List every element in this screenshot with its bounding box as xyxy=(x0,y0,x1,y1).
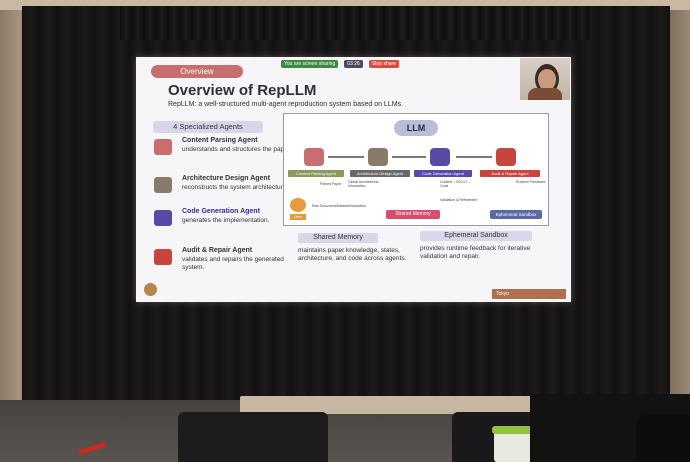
agent-desc: generates the implementation. xyxy=(182,217,270,224)
codegen-agent-icon xyxy=(154,210,172,226)
bag xyxy=(636,414,690,462)
slide-subtitle: RepLLM: a well-structured multi-agent re… xyxy=(168,101,403,108)
screen-share-bar: You are screen sharing 03:26 Stop share xyxy=(281,59,423,68)
chair-left xyxy=(178,412,328,462)
label-parsed-paper: Parsed Paper xyxy=(320,182,342,186)
user-label: User xyxy=(290,214,306,220)
user-icon xyxy=(290,198,306,212)
sandbox-pill: Ephemeral Sandbox xyxy=(420,231,532,241)
agent-desc: reconstructs the system architecture. xyxy=(182,184,289,191)
presenter-shirt xyxy=(528,88,562,100)
diagram-node-audit-icon xyxy=(496,148,516,166)
slide-title: Overview of RepLLM xyxy=(168,82,317,99)
sharing-indicator: You are screen sharing xyxy=(281,59,339,68)
timer: 03:26 xyxy=(344,59,363,68)
presenter-video xyxy=(520,58,570,100)
arrow-3 xyxy=(456,156,492,158)
agent-name: Audit & Repair Agent xyxy=(182,247,253,254)
curtain-valance xyxy=(120,6,590,40)
arrow-1 xyxy=(328,156,364,158)
node-label-codegen: Code Generation Agent xyxy=(414,170,472,177)
agent-content-parsing: Content Parsing Agent understands and st… xyxy=(154,137,294,177)
architecture-agent-icon xyxy=(154,177,172,193)
section-pill: Overview xyxy=(151,65,243,78)
cup-lid xyxy=(492,426,534,434)
table xyxy=(240,396,540,414)
agent-desc: validates and repairs the generated syst… xyxy=(182,256,284,271)
shared-memory-desc: maintains paper knowledge, states, archi… xyxy=(298,247,407,262)
label-validation: Validation & Refinement xyxy=(440,198,478,202)
label-raw-document: Raw Document/Dataset/Instruction xyxy=(312,204,367,208)
node-label-parsing: Content Parsing Agent xyxy=(288,170,344,177)
audit-agent-icon xyxy=(154,249,172,265)
agent-name: Code Generation Agent xyxy=(182,208,260,215)
diagram-shared-memory: Shared Memory xyxy=(386,210,440,219)
agent-architecture-design: Architecture Design Agent reconstructs t… xyxy=(154,175,294,215)
diagram-sandbox: Ephemeral Sandbox xyxy=(490,210,542,219)
label-global-arch: Global Architectural Information xyxy=(348,180,379,188)
agent-name: Architecture Design Agent xyxy=(182,175,271,182)
agent-name: Content Parsing Agent xyxy=(182,137,258,144)
diagram-node-codegen-icon xyxy=(430,148,450,166)
shared-memory-pill: Shared Memory xyxy=(298,233,378,243)
label-runtime-feedback: Runtime Feedback xyxy=(516,180,546,184)
footer-bar: Tokyo xyxy=(492,289,566,299)
diagram-node-parsing-icon xyxy=(304,148,324,166)
stop-share-button[interactable]: Stop share xyxy=(368,59,399,68)
label-context-code: Context→SOCoT → Code xyxy=(440,180,472,188)
arrow-2 xyxy=(392,156,426,158)
pencil-icon[interactable] xyxy=(144,283,157,296)
diagram-node-architecture-icon xyxy=(368,148,388,166)
ceiling-trim xyxy=(0,0,690,10)
agent-audit-repair: Audit & Repair Agent validates and repai… xyxy=(154,247,294,287)
llm-cloud: LLM xyxy=(394,120,438,136)
agents-header: 4 Specialized Agents xyxy=(153,121,263,133)
agent-desc: understands and structures the paper. xyxy=(182,146,292,153)
projected-slide: You are screen sharing 03:26 Stop share … xyxy=(136,57,571,302)
node-label-audit: Audit & Repair Agent xyxy=(480,170,540,177)
parsing-agent-icon xyxy=(154,139,172,155)
architecture-diagram: LLM Content Parsing Agent Architecture D… xyxy=(283,113,549,226)
agent-code-generation: Code Generation Agent generates the impl… xyxy=(154,208,294,248)
node-label-architecture: Architecture Design Agent xyxy=(350,170,410,177)
sandbox-desc: provides runtime feedback for iterative … xyxy=(420,245,531,260)
